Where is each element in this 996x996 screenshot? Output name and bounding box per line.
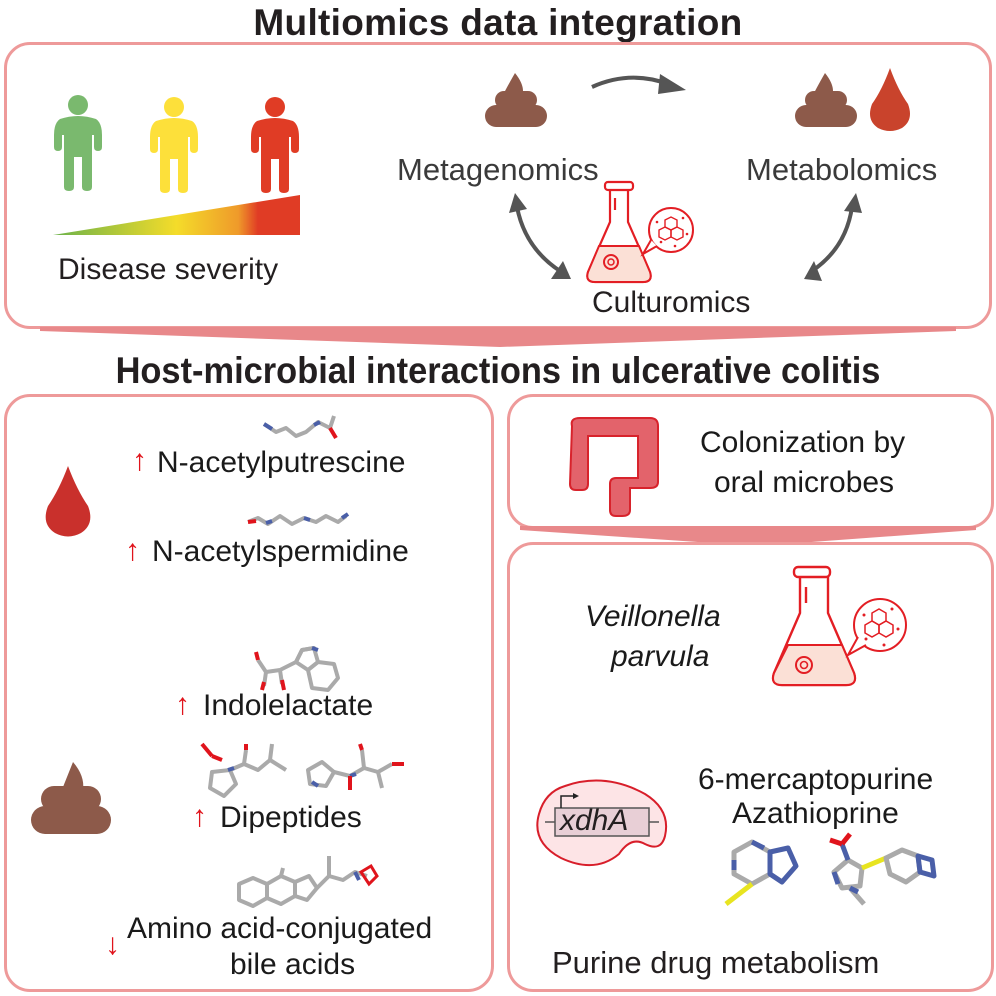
arrow-up-icon: ↑: [192, 800, 207, 833]
molecule-azathioprine: [829, 832, 937, 906]
arrow-metagenomics-culturomics: [509, 193, 571, 279]
molecule-indolelactate: [254, 646, 340, 692]
connector-right-chevron: [520, 526, 976, 546]
arrow-up-icon: ↑: [175, 688, 190, 721]
connector-top-chevron: [40, 327, 956, 347]
molecule-bile-acid: [237, 856, 379, 908]
arrow-up-icon: ↑: [125, 534, 140, 567]
metabolite-indolelactate: Indolelactate: [203, 689, 374, 722]
metabolite-n-acetylputrescine: N-acetylputrescine: [157, 446, 406, 479]
molecule-n-acetylspermidine: [247, 512, 350, 526]
molecule-dipeptides: [200, 742, 404, 798]
arrow-metagenomics-to-metabolomics: [591, 74, 686, 94]
gene-xdha-label: xdhA: [560, 804, 629, 837]
title-host-microbial: Host-microbial interactions in ulcerativ…: [115, 350, 881, 391]
colonization-line1: Colonization by: [700, 426, 906, 459]
blood-drop-icon-metabolomics: [870, 68, 910, 131]
molecule-6-mercaptopurine: [724, 839, 799, 906]
colon-icon: [568, 417, 659, 517]
person-icon-red: [251, 97, 299, 193]
stool-icon-metagenomics: [485, 73, 547, 127]
molecule-n-acetylputrescine: [262, 415, 338, 440]
person-icon-yellow: [150, 97, 198, 193]
metagenomics-label: Metagenomics: [397, 152, 599, 187]
person-icon-green: [54, 95, 102, 191]
bacterium-cell-icon: [536, 779, 667, 867]
stool-icon: [31, 762, 111, 834]
arrow-down-icon: ↓: [105, 928, 120, 961]
metabolite-n-acetylspermidine: N-acetylspermidine: [152, 535, 409, 568]
stool-icon-metabolomics: [795, 73, 857, 127]
panel-metabolites: [4, 394, 494, 992]
species-name-line1: Veillonella: [585, 600, 721, 633]
purine-drug-metabolism-caption: Purine drug metabolism: [552, 945, 880, 980]
drug-6-mercaptopurine: 6-mercaptopurine: [698, 763, 934, 796]
metabolomics-label: Metabolomics: [746, 152, 938, 187]
severity-gradient-wedge: [53, 195, 300, 235]
colonization-line2: oral microbes: [714, 466, 895, 499]
culturomics-label: Culturomics: [592, 286, 751, 319]
arrow-up-icon: ↑: [132, 444, 147, 477]
metabolite-bile-acids-line2: bile acids: [230, 948, 356, 981]
metabolite-dipeptides: Dipeptides: [220, 801, 362, 834]
drug-azathioprine: Azathioprine: [732, 797, 899, 830]
arrow-metabolomics-culturomics: [804, 193, 862, 281]
disease-severity-label: Disease severity: [58, 253, 279, 286]
panel-purine-metabolism: [507, 542, 994, 992]
culture-flask-icon: [586, 180, 694, 284]
species-name-line2: parvula: [611, 640, 710, 673]
blood-drop-icon: [45, 466, 91, 537]
culture-flask-icon-veillonella: [771, 565, 907, 687]
title-multiomics: Multiomics data integration: [253, 2, 743, 43]
metabolite-bile-acids-line1: Amino acid-conjugated: [127, 912, 433, 945]
